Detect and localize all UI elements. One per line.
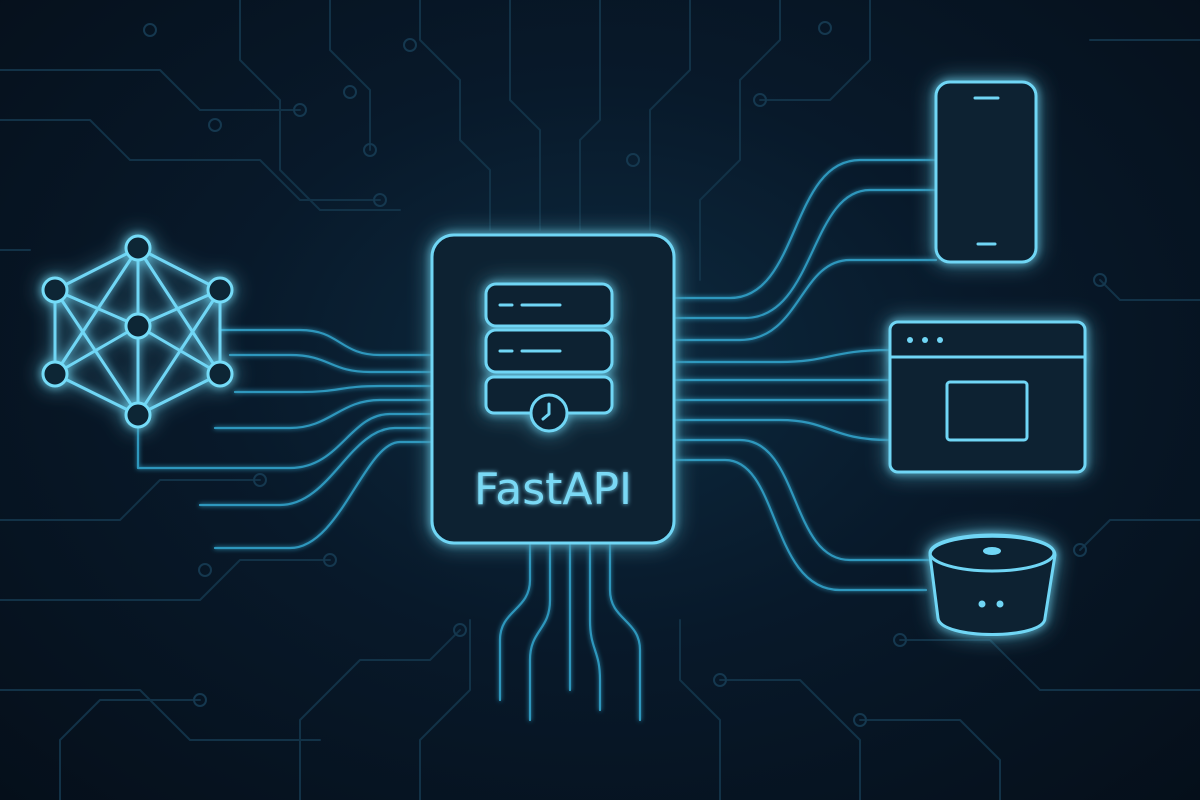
connector-line xyxy=(233,384,432,394)
connector-line xyxy=(136,412,432,470)
connector-line xyxy=(228,353,432,374)
connector-line xyxy=(673,458,928,592)
network-node xyxy=(41,360,69,388)
bottom-connectors xyxy=(498,543,642,722)
connector-line xyxy=(608,543,642,722)
connector-line xyxy=(498,543,532,702)
network-node xyxy=(41,276,69,304)
connector-line xyxy=(673,348,892,364)
connector-line xyxy=(673,438,932,562)
connector-line xyxy=(213,398,432,430)
speaker-dot xyxy=(978,600,986,608)
connector-line xyxy=(198,426,432,507)
connector-line xyxy=(673,188,938,320)
server-label: FastAPI xyxy=(474,464,632,515)
connector-line xyxy=(673,258,938,342)
network-node xyxy=(124,234,152,262)
smart-speaker-icon xyxy=(928,533,1057,636)
connector-line xyxy=(673,418,892,442)
left-connectors xyxy=(136,328,432,550)
connector-line xyxy=(528,543,552,722)
connector-line xyxy=(213,440,432,550)
browser-window-icon xyxy=(888,320,1087,474)
speaker-top-light xyxy=(983,547,1001,555)
right-connectors xyxy=(673,158,938,592)
network-edges xyxy=(53,246,222,417)
smartphone-icon xyxy=(934,80,1038,264)
server-stack-icon xyxy=(484,282,614,433)
browser-dot xyxy=(922,337,928,343)
connector-line xyxy=(218,328,432,357)
connector-line xyxy=(673,158,938,300)
neural-network-icon xyxy=(41,234,234,429)
browser-dot xyxy=(937,337,943,343)
network-node xyxy=(124,401,152,429)
speaker-dot xyxy=(996,600,1004,608)
network-node xyxy=(124,312,152,340)
network-node xyxy=(206,276,234,304)
network-node xyxy=(206,360,234,388)
browser-dot xyxy=(907,337,913,343)
connector-line xyxy=(588,543,602,712)
fastapi-server-node: FastAPI xyxy=(430,233,676,545)
browser-content-box xyxy=(945,380,1029,442)
